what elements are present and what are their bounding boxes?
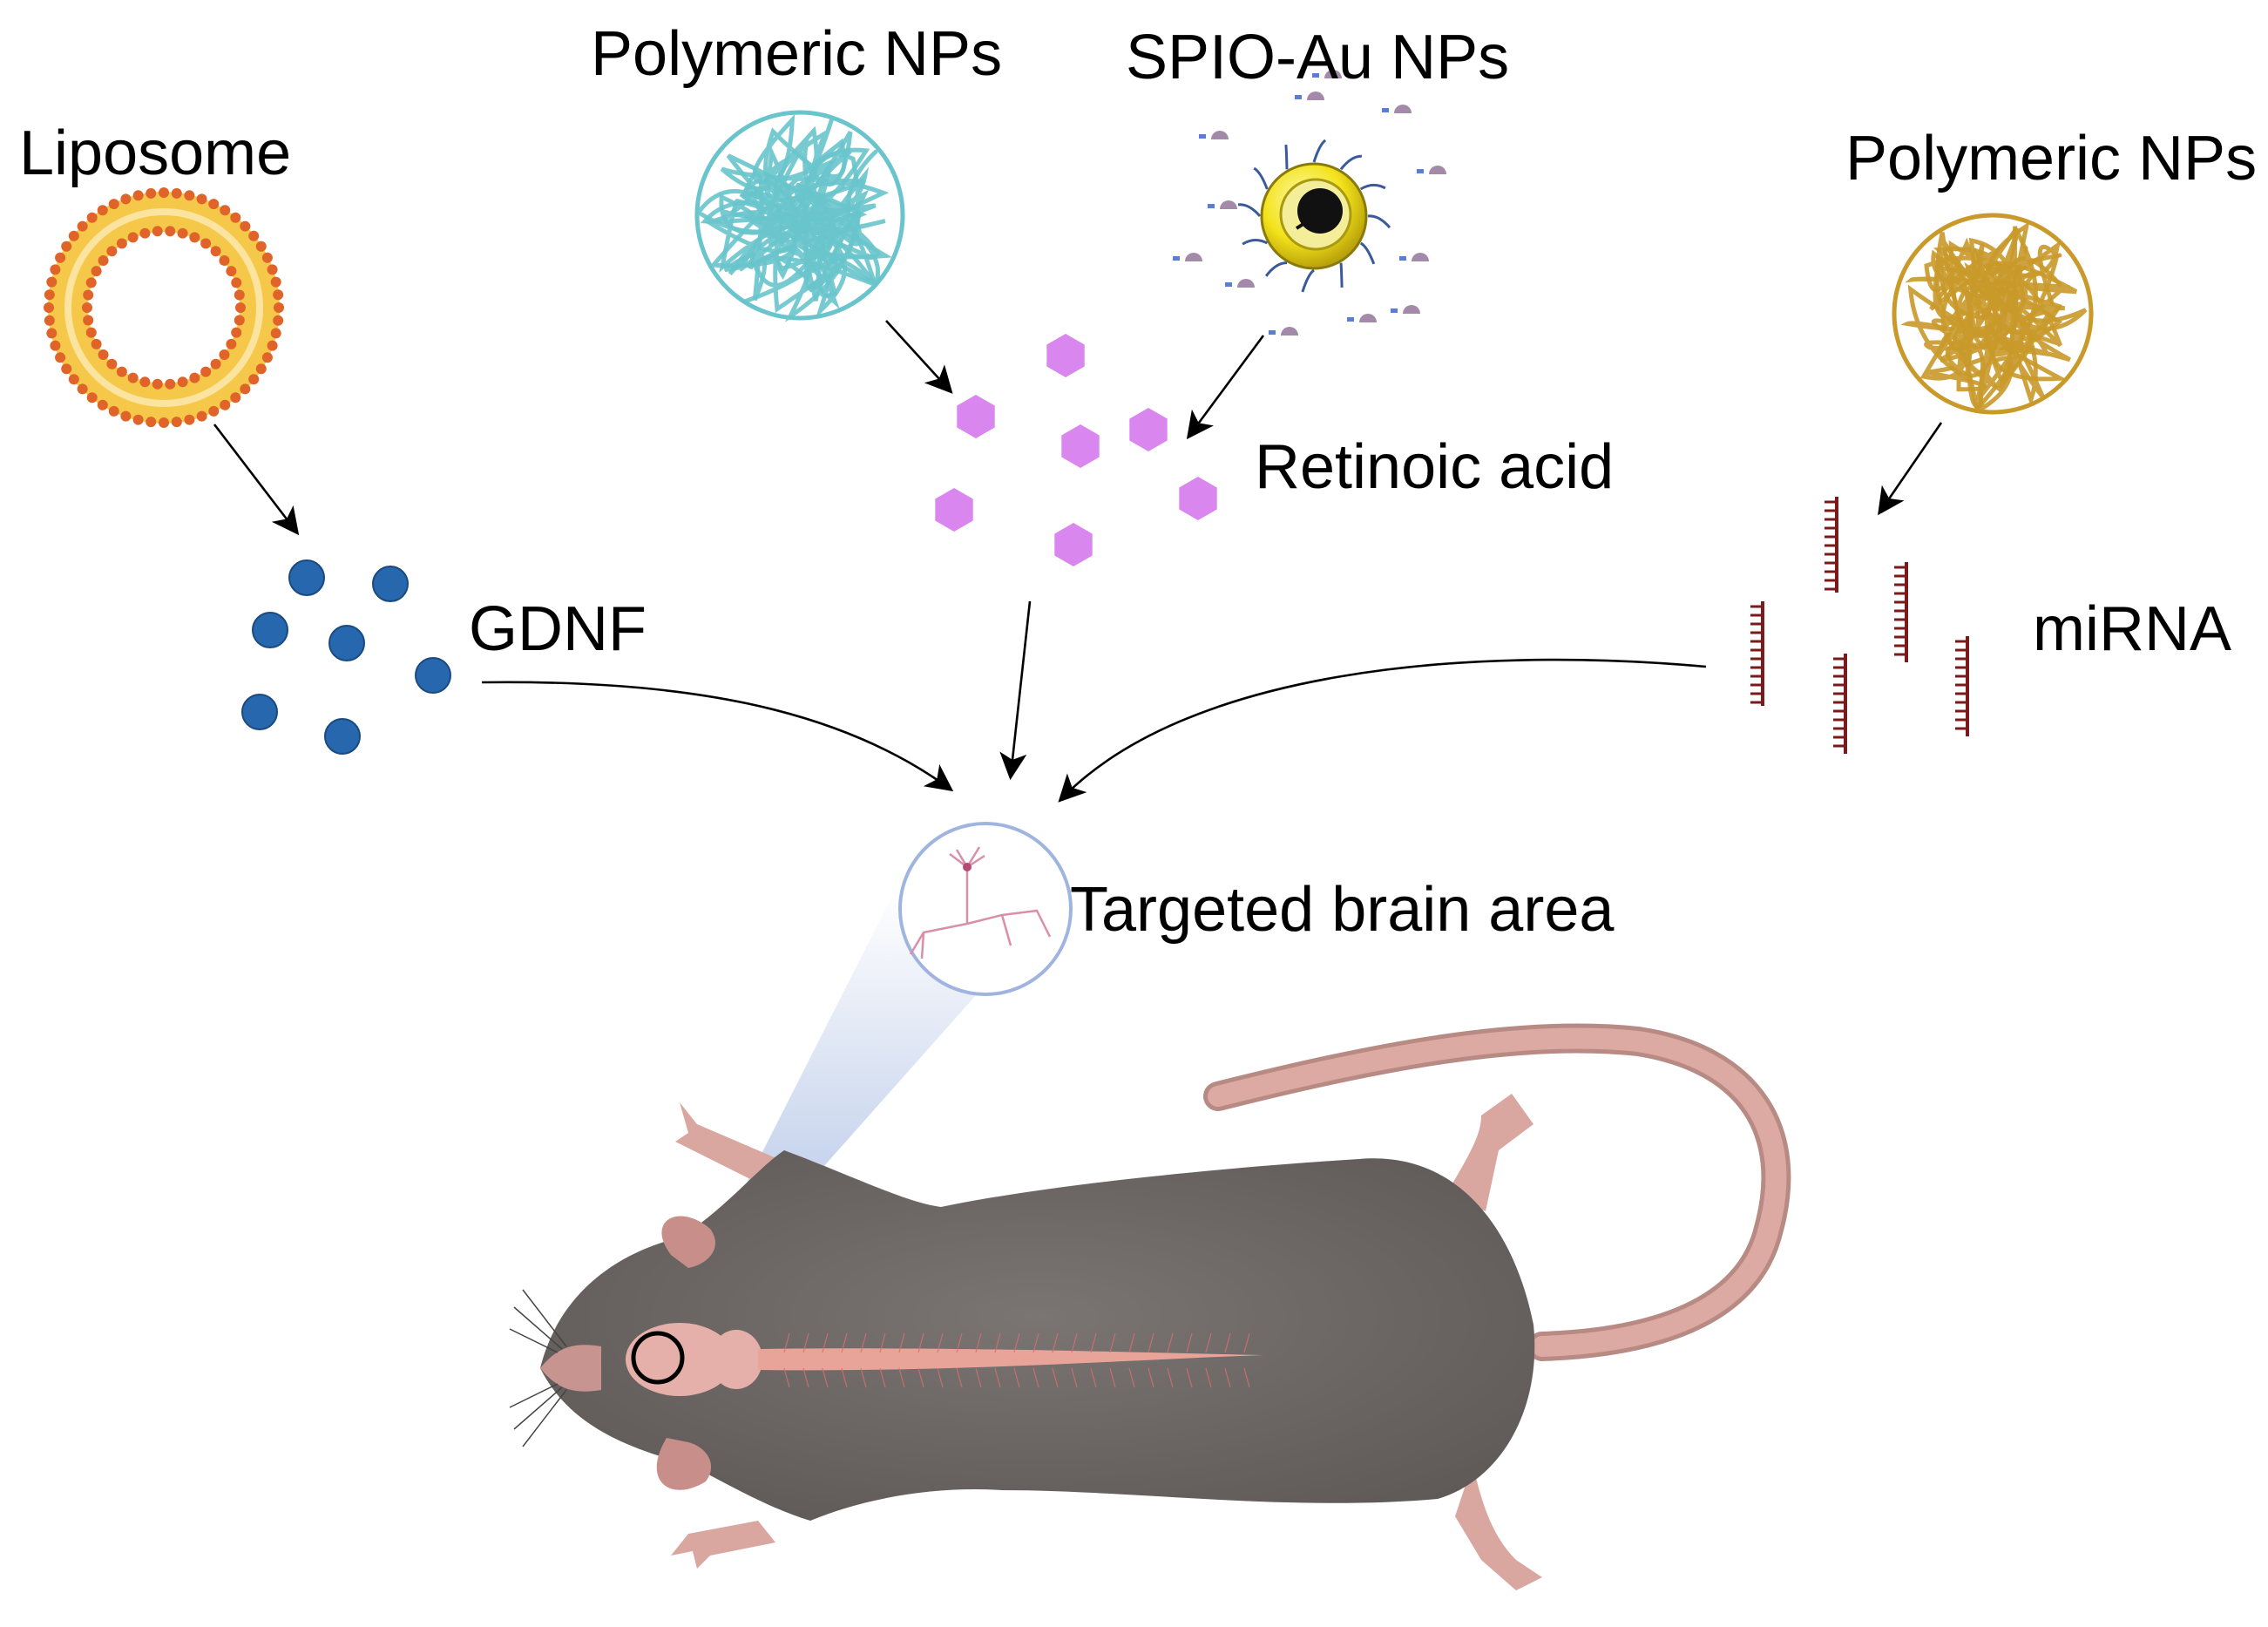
arrows: [213, 320, 1943, 803]
arrow-liposome-to-gdnf: [213, 424, 300, 536]
mirna-strands: [1750, 497, 1969, 754]
neuron-icon: [898, 822, 1073, 996]
label-mirna: miRNA: [2033, 594, 2231, 664]
label-gdnf: GDNF: [469, 594, 647, 664]
arrow-spio-to-retinoic: [1186, 335, 1265, 440]
label-spio-au-nps: SPIO-Au NPs: [1126, 23, 1510, 92]
label-retinoic-acid: Retinoic acid: [1255, 432, 1615, 502]
rat-icon: [509, 1023, 1791, 1590]
gdnf-molecules: [241, 559, 451, 755]
arrow-retinoic-to-target: [999, 600, 1032, 781]
polymer-coil-icon: [1892, 213, 2094, 415]
arrow-gold-to-mirna: [1878, 422, 1943, 516]
polymer-coil-icon: [694, 110, 905, 322]
arrow-mirna-to-target: [1058, 658, 1707, 803]
spio-au-nanoparticle-icon: [1173, 70, 1446, 336]
arrow-teal-to-retinoic: [885, 320, 953, 394]
label-liposome: Liposome: [19, 119, 292, 188]
label-polymeric-nps-left: Polymeric NPs: [591, 19, 1003, 89]
arrow-gdnf-to-target: [481, 681, 954, 792]
label-polymeric-nps-right: Polymeric NPs: [1845, 124, 2258, 193]
retinoic-acid-molecules: [935, 334, 1217, 566]
label-targeted-brain-area: Targeted brain area: [1070, 875, 1615, 945]
liposome-icon: [44, 187, 284, 428]
